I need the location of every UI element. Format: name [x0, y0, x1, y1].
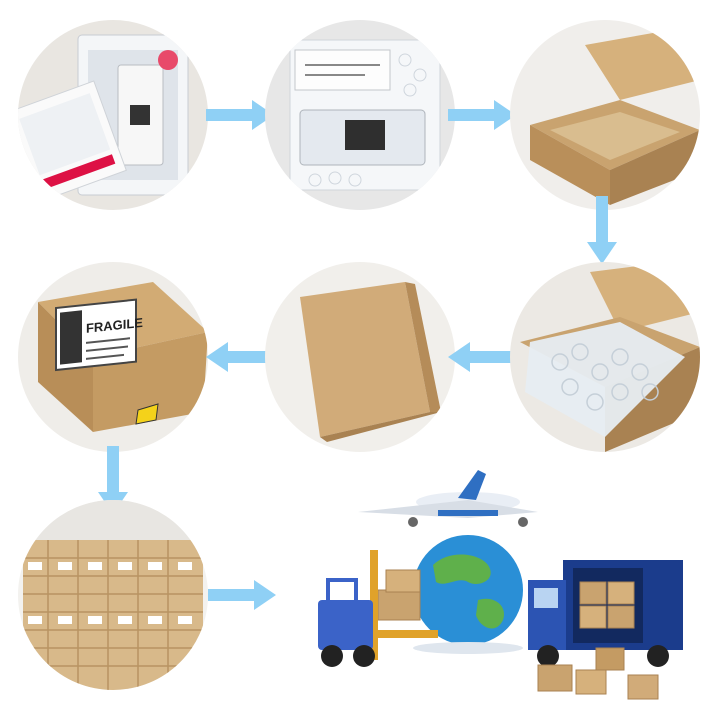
global-shipping-illustration [318, 470, 718, 710]
step-warehouse-stacked-boxes [18, 500, 208, 690]
arrow-right-1 [206, 100, 274, 130]
globe-icon [413, 535, 523, 654]
arrow-left-2 [448, 342, 516, 372]
arrow-down-2 [98, 446, 128, 514]
step-board-bubble-bag [265, 20, 455, 210]
fragile-label-text: FRAGILE [86, 315, 143, 336]
arrow-down-1 [587, 196, 617, 264]
step-box-with-fragile-label: FRAGILE [18, 262, 208, 452]
arrow-right-2 [448, 100, 516, 130]
arrow-right-3 [208, 580, 276, 610]
step-box-with-bubble-padding [510, 262, 700, 452]
step-open-cardboard-box [510, 20, 700, 210]
step-closed-plain-box [265, 262, 455, 452]
arrow-left-1 [206, 342, 274, 372]
forklift-icon [318, 550, 438, 667]
step-board-retail-package [18, 20, 208, 210]
shipping-container-icon [528, 560, 683, 667]
airplane-icon [358, 470, 538, 527]
